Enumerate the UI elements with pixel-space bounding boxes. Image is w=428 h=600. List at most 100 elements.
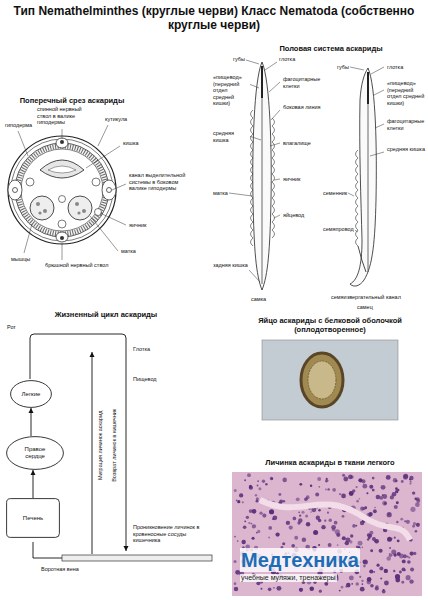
part-label: Глотка — [132, 346, 151, 353]
cell-nucleus — [406, 520, 410, 524]
part-label: влагалище — [282, 140, 312, 147]
cell-nucleus — [363, 560, 368, 565]
cell-nucleus — [247, 473, 251, 477]
part-label: мышцы — [10, 256, 31, 263]
cell-nucleus — [349, 540, 352, 543]
cell-nucleus — [355, 486, 357, 488]
cell-nucleus — [237, 500, 240, 503]
cell-nucleus — [248, 522, 250, 524]
cell-nucleus — [395, 480, 398, 483]
cell-nucleus — [268, 537, 270, 539]
cell-nucleus — [342, 474, 345, 477]
cell-nucleus — [343, 477, 348, 482]
cell-nucleus — [407, 560, 411, 564]
muscle-layer — [18, 146, 106, 234]
cell-nucleus — [412, 491, 415, 494]
cell-nucleus — [298, 518, 302, 522]
cell-nucleus — [342, 515, 345, 518]
male-gut — [368, 72, 369, 272]
cell-nucleus — [332, 488, 336, 492]
part-label: задняя кишка — [212, 262, 250, 269]
cell-nucleus — [244, 520, 246, 522]
cell-nucleus — [394, 537, 396, 539]
cell-nucleus — [294, 536, 298, 540]
cell-nucleus — [409, 479, 411, 481]
excretory-canal — [13, 188, 18, 193]
cell-nucleus — [282, 478, 287, 483]
cell-nucleus — [328, 543, 332, 547]
cell-nucleus — [318, 509, 321, 512]
cell-nucleus — [386, 475, 391, 480]
male-esophagus — [367, 72, 369, 104]
tissue-cells — [234, 473, 421, 593]
cell-nucleus — [339, 493, 341, 495]
part-label: средняя кишка — [212, 130, 250, 143]
cell-nucleus — [397, 540, 400, 543]
node-label: Правое сердце — [14, 446, 56, 460]
cell-nucleus — [370, 549, 373, 552]
cell-nucleus — [301, 511, 304, 514]
cell-nucleus — [393, 478, 397, 482]
cross-section — [8, 125, 126, 260]
cell-nucleus — [327, 488, 329, 490]
cell-nucleus — [362, 484, 367, 489]
cell-nucleus — [409, 482, 411, 484]
larva — [260, 500, 410, 540]
cell-nucleus — [400, 518, 403, 521]
cell-nucleus — [289, 525, 293, 529]
part-label: губы — [336, 64, 350, 71]
cell-nucleus — [299, 515, 301, 517]
cell-nucleus — [407, 556, 409, 558]
cell-nucleus — [321, 525, 325, 529]
cell-nucleus — [374, 507, 376, 509]
cell-nucleus — [375, 586, 379, 590]
cell-nucleus — [345, 541, 349, 545]
cell-nucleus — [335, 529, 340, 534]
cell-nucleus — [239, 493, 243, 497]
cell-nucleus — [246, 516, 249, 519]
cell-nucleus — [373, 571, 375, 573]
cell-nucleus — [316, 516, 320, 520]
cell-nucleus — [339, 590, 341, 592]
path-label: Миграция личинок аскарид — [97, 409, 104, 481]
egg-content — [308, 361, 336, 399]
uterus — [68, 196, 92, 220]
part-label: глотка — [278, 56, 296, 63]
hypodermis — [15, 143, 109, 237]
part-label: кишка — [122, 140, 139, 147]
part-label: гиподерма — [4, 122, 33, 129]
cell-nucleus — [379, 549, 383, 553]
cell-nucleus — [387, 512, 392, 517]
ovary-coil — [272, 118, 275, 238]
part-label: брюшной нервный ствол — [44, 262, 116, 269]
ovary — [92, 178, 100, 186]
cell-nucleus — [325, 479, 328, 482]
node-ellipse — [7, 437, 64, 470]
cell-nucleus — [413, 552, 416, 555]
part-label: яичник — [128, 222, 147, 229]
cell-nucleus — [393, 570, 395, 572]
cell-nucleus — [298, 511, 300, 513]
cell-nucleus — [382, 494, 387, 499]
organ-box: Печень — [6, 498, 60, 538]
cell-nucleus — [318, 544, 320, 546]
cell-nucleus — [410, 551, 414, 555]
cell-nucleus — [304, 498, 308, 502]
cell-nucleus — [397, 540, 399, 542]
part-label: матка — [120, 248, 137, 255]
lateral-ridge — [8, 180, 22, 200]
cell-nucleus — [394, 505, 398, 509]
cell-nucleus — [384, 569, 388, 573]
part-label: матка — [212, 190, 229, 197]
cell-nucleus — [389, 553, 391, 555]
cell-nucleus — [324, 582, 328, 586]
part-label: «пищевод» (передний отдел средней кишки) — [386, 80, 426, 106]
cell-nucleus — [317, 477, 321, 481]
cell-nucleus — [369, 512, 373, 516]
part-label: боковая линия — [282, 104, 322, 111]
cell-nucleus — [315, 493, 319, 497]
cell-nucleus — [257, 530, 260, 533]
part-label: глотка — [386, 64, 404, 71]
cell-nucleus — [243, 525, 247, 529]
